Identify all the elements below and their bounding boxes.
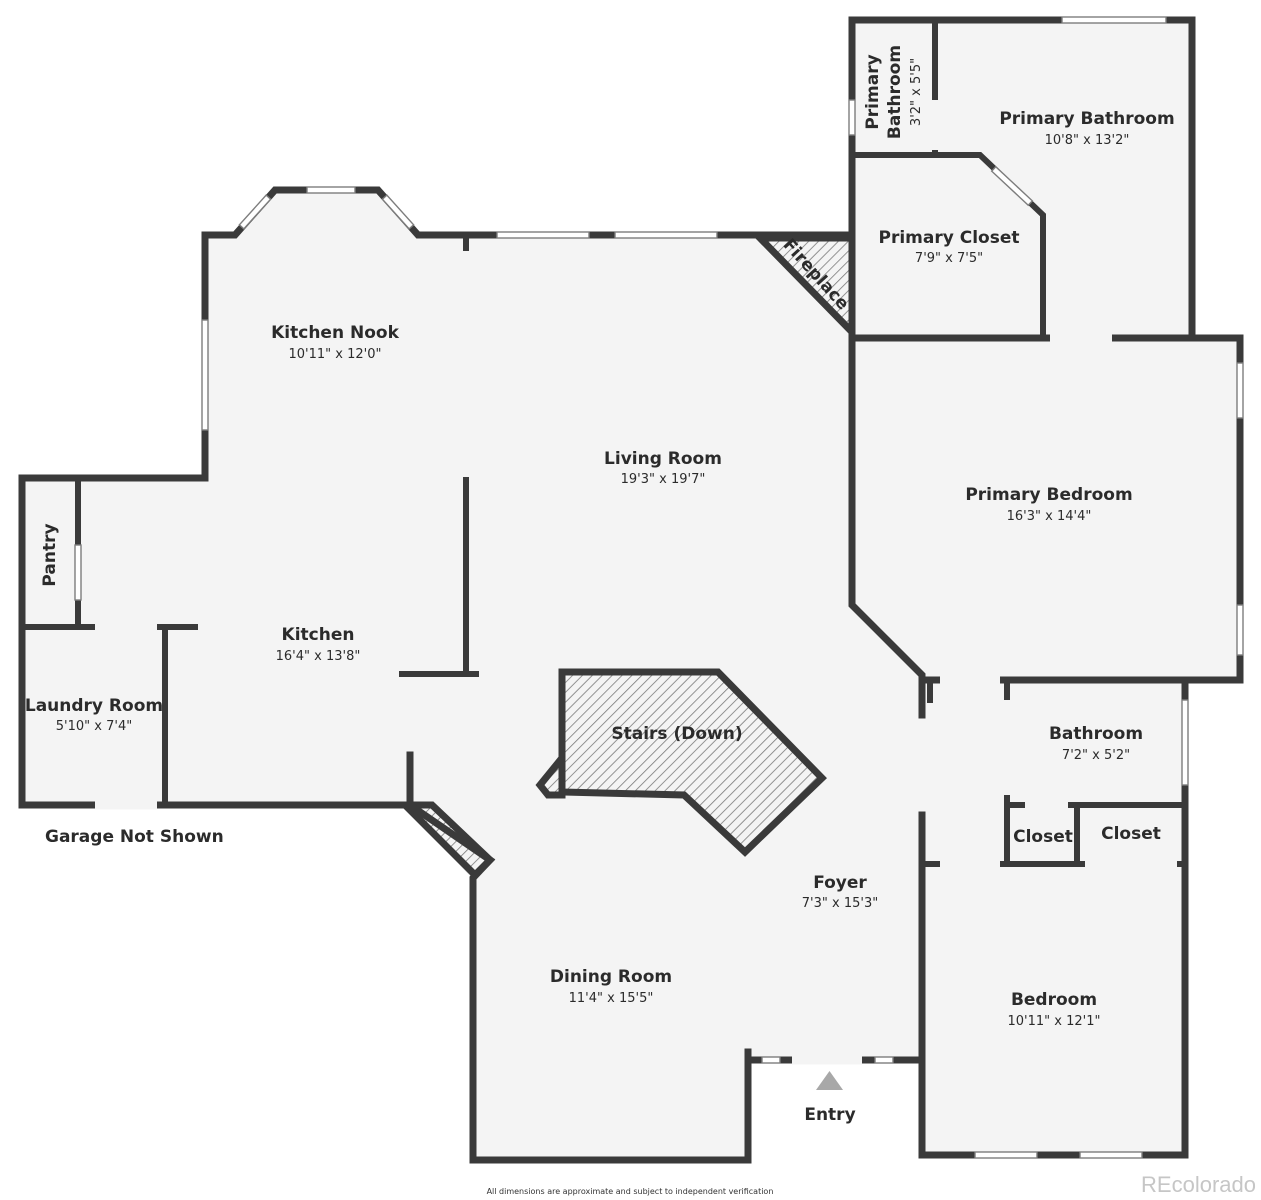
- window-bathroom-east: [1181, 699, 1189, 786]
- wall-kitchen-west: [18, 474, 409, 809]
- primary-bedroom-fill: [852, 338, 1240, 680]
- label-primary-bathroom-small-2: Bathroom: [885, 45, 905, 139]
- dims-living-room: 19'3" x 19'7": [621, 472, 706, 487]
- dims-laundry-room: 5'10" x 7'4": [56, 719, 132, 734]
- disclaimer-text: All dimensions are approximate and subje…: [487, 1187, 774, 1196]
- window-pantry: [74, 544, 82, 601]
- label-pantry: Pantry: [40, 523, 60, 586]
- dims-bathroom: 7'2" x 5'2": [1062, 748, 1130, 763]
- dims-primary-bedroom: 16'3" x 14'4": [1007, 509, 1092, 524]
- window-closet-diag: [990, 165, 1034, 207]
- floor-fills: [22, 20, 1240, 1160]
- entry-arrow-icon: [816, 1071, 843, 1090]
- label-primary-bedroom: Primary Bedroom: [965, 485, 1132, 505]
- walls: [18, 16, 1244, 1164]
- entry-label: Entry: [804, 1105, 855, 1125]
- door-gaps: [95, 100, 1177, 1065]
- dims-kitchen: 16'4" x 13'8": [276, 649, 361, 664]
- wall-north-kitchen: [201, 186, 856, 482]
- room-labels: Kitchen Nook 10'11" x 12'0" Living Room …: [25, 45, 1175, 1029]
- window-nook-nw: [238, 194, 272, 230]
- window-living-1: [496, 231, 590, 239]
- dims-bedroom: 10'11" x 12'1": [1008, 1014, 1101, 1029]
- dims-foyer: 7'3" x 15'3": [802, 896, 878, 911]
- window-living-2: [614, 231, 718, 239]
- label-bathroom: Bathroom: [1049, 724, 1143, 744]
- dims-kitchen-nook: 10'11" x 12'0": [289, 347, 382, 362]
- label-dining-room: Dining Room: [550, 967, 672, 987]
- dims-primary-bathroom: 10'8" x 13'2": [1045, 133, 1130, 148]
- label-primary-bathroom: Primary Bathroom: [999, 109, 1174, 129]
- window-bedroom-south-2: [1079, 1151, 1143, 1159]
- windows: [74, 16, 1244, 1159]
- window-nook-west: [201, 319, 209, 431]
- recolorado-watermark: REcolorado: [1141, 1172, 1256, 1197]
- wall-primary-wing: [848, 16, 1196, 342]
- window-primary-bed-east-1: [1236, 362, 1244, 419]
- stairs-landing-hatch: [535, 748, 566, 799]
- label-living-room: Living Room: [604, 449, 722, 469]
- dims-dining-room: 11'4" x 15'5": [569, 991, 654, 1006]
- label-bedroom: Bedroom: [1011, 990, 1097, 1010]
- label-closet-1: Closet: [1013, 827, 1073, 847]
- wall-east-wing: [918, 676, 1189, 1159]
- wall-primary-bedroom-west: [848, 234, 926, 719]
- window-nook-ne: [381, 194, 415, 230]
- window-entry-right: [874, 1056, 894, 1064]
- window-entry-left: [761, 1056, 781, 1064]
- garage-note: Garage Not Shown: [45, 827, 224, 847]
- dims-primary-bathroom-small: 3'2" x 5'5": [909, 58, 924, 126]
- label-kitchen-nook: Kitchen Nook: [271, 323, 399, 343]
- label-closet-2: Closet: [1101, 824, 1161, 844]
- dims-primary-closet: 7'9" x 7'5": [915, 251, 983, 266]
- label-foyer: Foyer: [813, 873, 867, 893]
- window-primary-bath-north: [1061, 16, 1167, 24]
- label-kitchen: Kitchen: [282, 625, 355, 645]
- window-bedroom-south-1: [974, 1151, 1038, 1159]
- east-wing-fill: [925, 680, 1185, 1155]
- label-stairs: Stairs (Down): [611, 724, 742, 744]
- window-nook-north: [306, 186, 356, 194]
- label-primary-bathroom-small: Primary: [863, 54, 883, 129]
- label-laundry-room: Laundry Room: [25, 696, 163, 716]
- label-primary-closet: Primary Closet: [879, 228, 1020, 248]
- wall-dining: [406, 751, 752, 1164]
- window-small-bath-west: [848, 99, 856, 136]
- window-primary-bed-east-2: [1236, 604, 1244, 656]
